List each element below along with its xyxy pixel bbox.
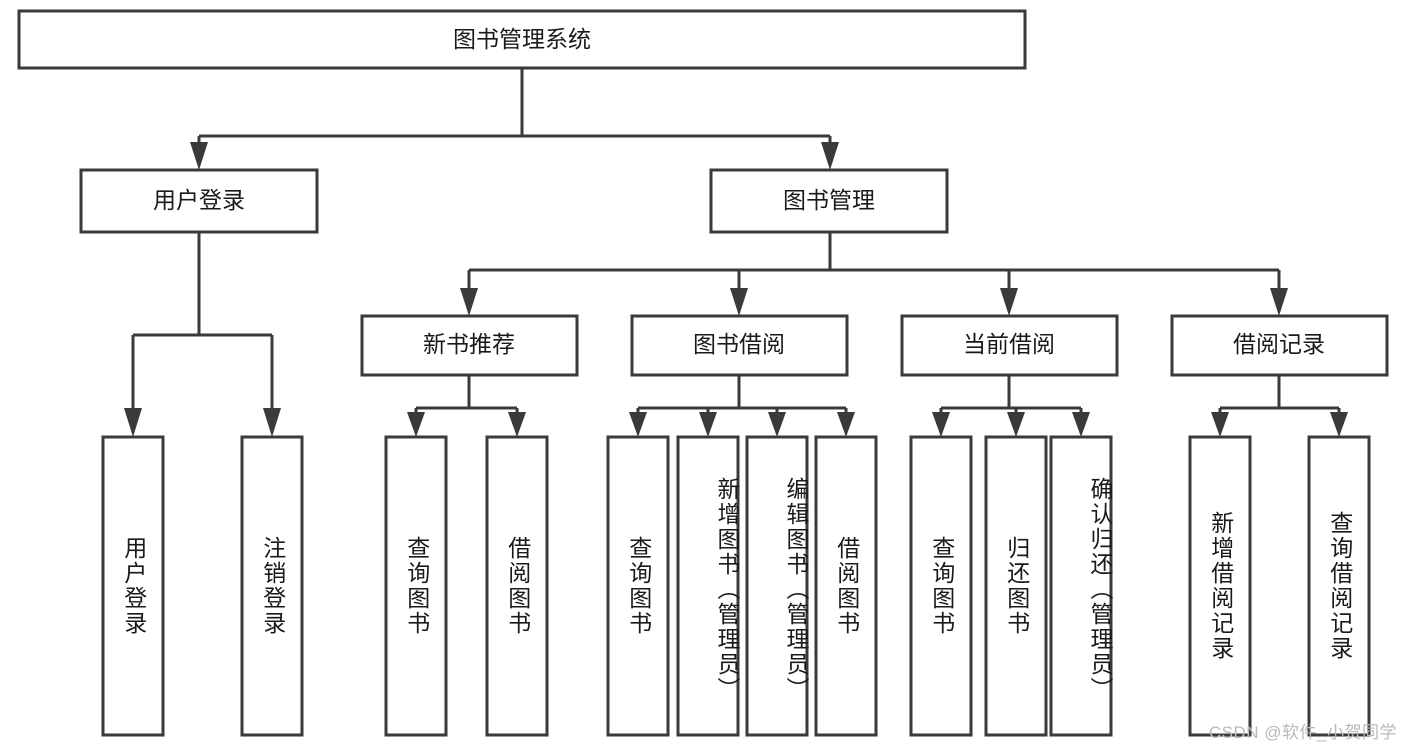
arrow-to-leaf-query-book-3 — [932, 412, 950, 437]
arrow-to-leaf-user-login — [124, 408, 142, 437]
connector-layer — [124, 68, 1348, 437]
node-box-book-manage[interactable] — [709, 168, 949, 234]
arrow-to-leaf-return-book — [1007, 412, 1025, 437]
node-label-new-book-recommend: 新书推荐 — [423, 331, 515, 357]
node-box-leaf-query-book-2[interactable] — [606, 435, 670, 737]
node-box-book-borrow[interactable] — [630, 314, 849, 377]
node-box-leaf-query-record[interactable] — [1307, 435, 1371, 737]
arrow-to-leaf-add-record — [1211, 412, 1229, 437]
node-box-leaf-query-book-3[interactable] — [909, 435, 973, 737]
node-box-leaf-add-book[interactable] — [676, 435, 740, 737]
arrow-to-leaf-query-record — [1330, 412, 1348, 437]
node-box-leaf-return-book[interactable] — [984, 435, 1048, 737]
node-label-book-manage: 图书管理 — [783, 187, 875, 213]
node-box-borrow-record[interactable] — [1170, 314, 1389, 377]
node-box-leaf-confirm-return[interactable] — [1049, 435, 1113, 737]
node-box-leaf-query-book-1[interactable] — [384, 435, 448, 737]
arrow-to-leaf-user-logout — [263, 408, 281, 437]
arrow-to-leaf-borrow-book-1 — [508, 412, 526, 437]
arrow-to-leaf-edit-book — [768, 412, 786, 437]
node-box-current-borrow[interactable] — [900, 314, 1119, 377]
node-box-user-login[interactable] — [79, 168, 319, 234]
node-box-leaf-borrow-book-2[interactable] — [814, 435, 878, 737]
arrow-root-to-book-manage — [821, 142, 839, 170]
arrow-to-leaf-query-book-1 — [407, 412, 425, 437]
arrow-to-new-book-recommend — [460, 288, 478, 316]
arrow-to-leaf-query-book-2 — [629, 412, 647, 437]
node-box-root[interactable] — [17, 9, 1027, 70]
node-box-leaf-user-logout[interactable] — [240, 435, 304, 737]
node-label-borrow-record: 借阅记录 — [1233, 331, 1325, 357]
arrow-root-to-user-login — [190, 142, 208, 170]
arrow-to-book-borrow — [730, 288, 748, 316]
arrow-to-leaf-borrow-book-2 — [837, 412, 855, 437]
node-box-leaf-add-record[interactable] — [1188, 435, 1252, 737]
node-label-user-login: 用户登录 — [153, 187, 245, 213]
arrow-to-leaf-confirm-return — [1072, 412, 1090, 437]
arrow-to-leaf-add-book — [699, 412, 717, 437]
node-box-leaf-borrow-book-1[interactable] — [485, 435, 549, 737]
node-box-leaf-edit-book[interactable] — [745, 435, 809, 737]
node-box-new-book-recommend[interactable] — [360, 314, 579, 377]
arrow-to-current-borrow — [1000, 288, 1018, 316]
node-box-leaf-user-login[interactable] — [101, 435, 165, 737]
arrow-to-borrow-record — [1270, 288, 1288, 316]
node-label-current-borrow: 当前借阅 — [963, 331, 1055, 357]
node-label-root: 图书管理系统 — [453, 26, 591, 52]
node-layer: 图书管理系统 用户登录 图书管理 新书推荐 图书借阅 当前借阅 借阅记录 — [17, 9, 1389, 737]
csdn-watermark: CSDN @软件_小贺同学 — [1208, 723, 1397, 742]
node-label-book-borrow: 图书借阅 — [693, 331, 785, 357]
